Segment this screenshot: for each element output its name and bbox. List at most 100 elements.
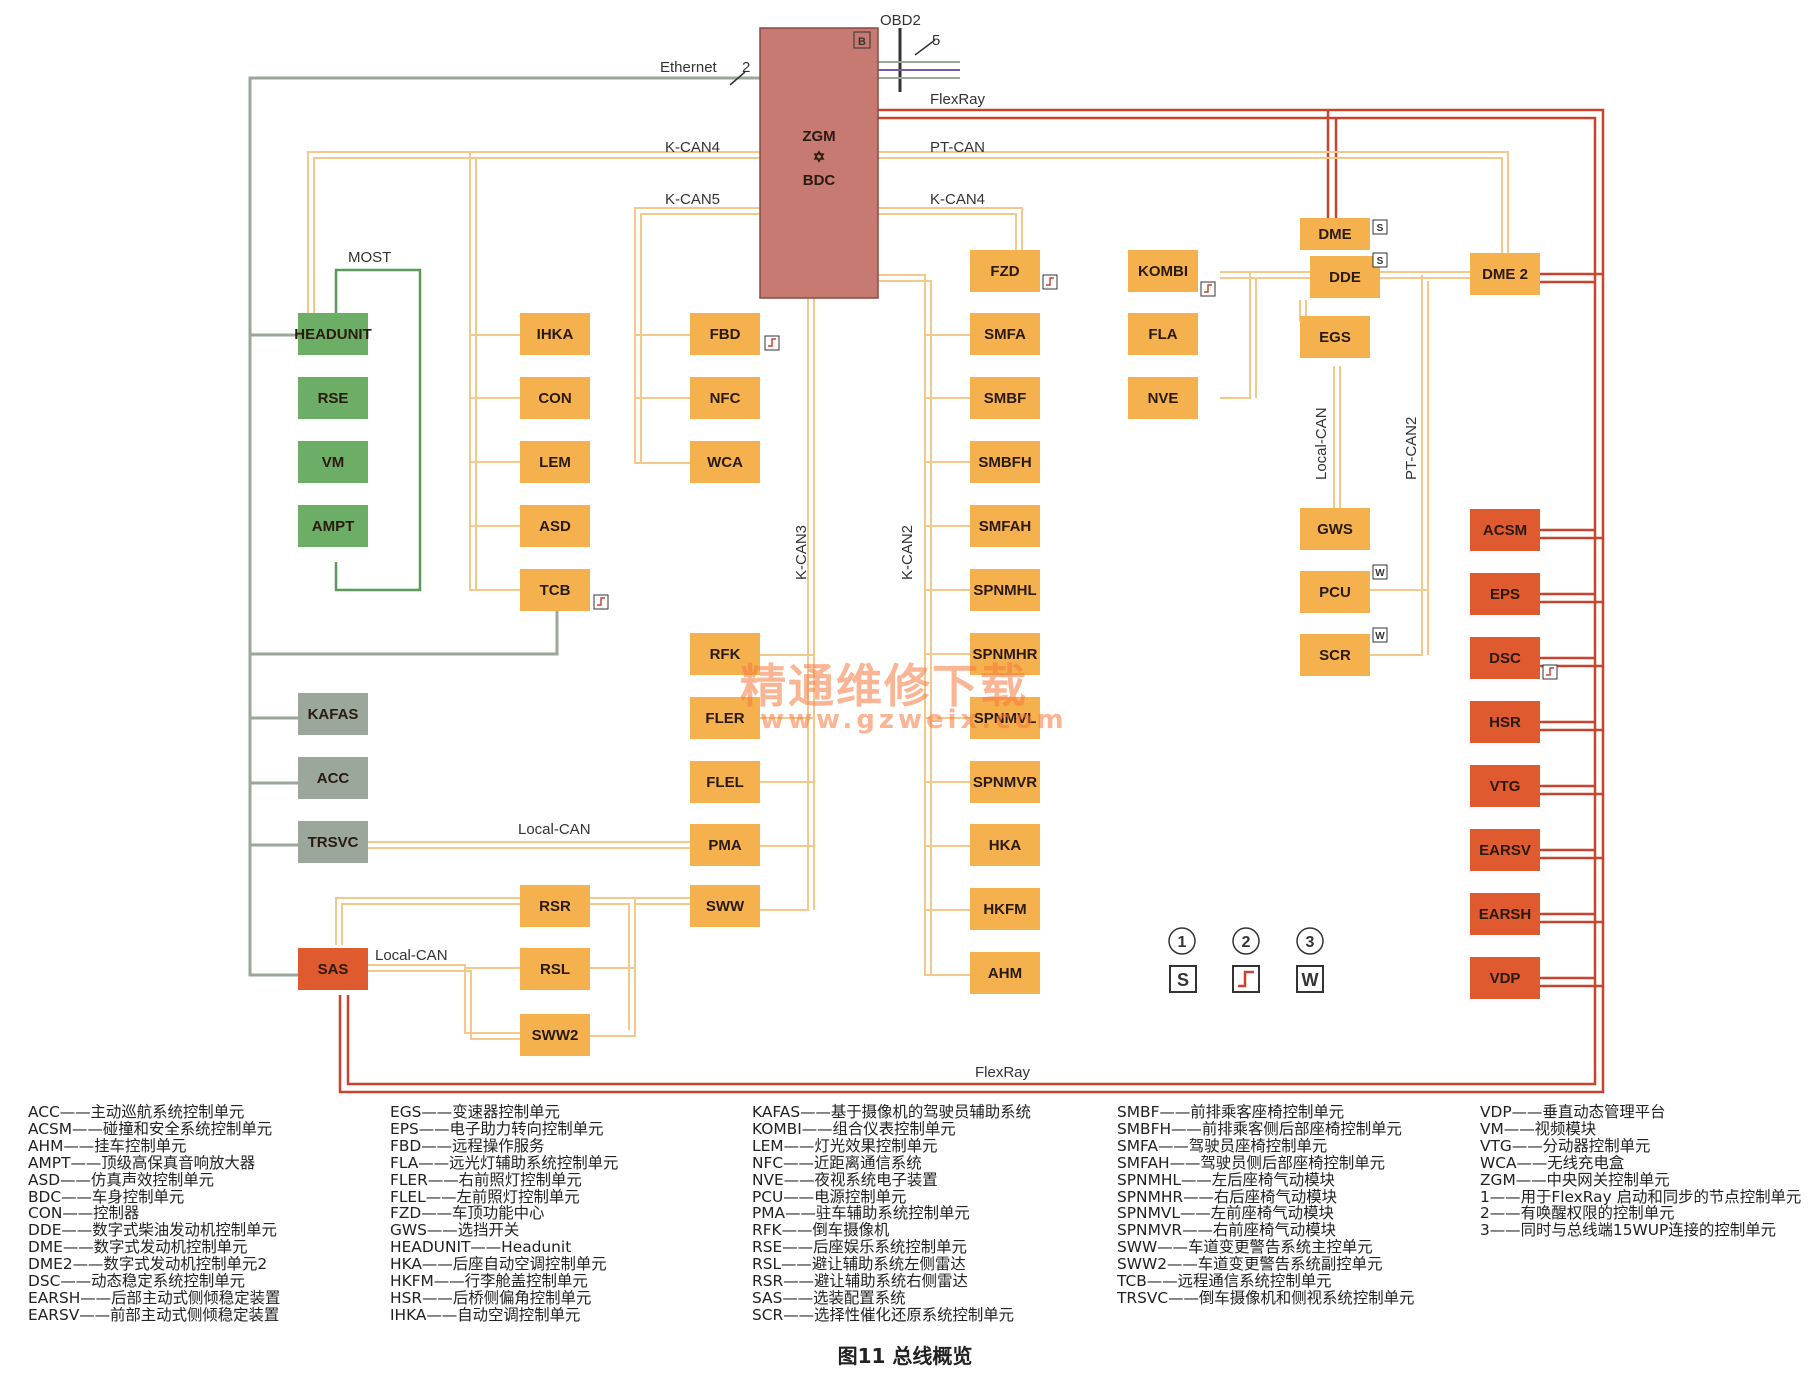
node-smbfh: SMBFH [970,441,1040,483]
kcan2-label: K-CAN2 [899,525,916,580]
node-earsh-label: EARSH [1479,906,1532,923]
gateway-bdc-label: BDC [803,172,836,189]
node-nfc-label: NFC [710,390,741,407]
obd2-label: OBD2 [880,12,921,29]
node-earsv-label: EARSV [1479,842,1531,859]
legend-item: NVE——夜视系统电子装置 [752,1170,938,1189]
node-ihka: IHKA [520,313,590,355]
node-nve-label: NVE [1148,390,1179,407]
legend-item: DME2——数字式发动机控制单元2 [28,1255,268,1274]
node-pcu: PCU [1300,571,1370,613]
flexray-top-label: FlexRay [930,91,986,108]
node-lem: LEM [520,441,590,483]
node-hka: HKA [970,824,1040,866]
node-hsr: HSR [1470,701,1540,743]
legend-item: ZGM——中央网关控制单元 [1480,1170,1670,1189]
node-spnmvr-label: SPNMVR [973,774,1037,791]
legend-item: 3——同时与总线端15WUP连接的控制单元 [1480,1221,1776,1240]
node-fzd: FZD [970,250,1040,292]
gateway-badge: B [858,36,866,48]
localcan-egs-label: Local-CAN [1313,407,1330,480]
node-egs-label: EGS [1319,329,1351,346]
node-sww2-label: SWW2 [532,1027,579,1044]
legend-item: EPS——电子助力转向控制单元 [390,1119,604,1138]
node-spnmhr: SPNMHR [970,633,1040,675]
scr-w-badge-text: W [1375,631,1385,642]
legend-item: SPNMVL——左前座椅气动模块 [1117,1204,1334,1223]
node-rse: RSE [298,377,368,419]
node-wca: WCA [690,441,760,483]
node-dde: DDE [1310,256,1380,298]
node-earsv: EARSV [1470,829,1540,871]
node-pcu-label: PCU [1319,584,1351,601]
node-scr: SCR [1300,634,1370,676]
legend-item: SPNMVR——右前座椅气动模块 [1117,1221,1336,1240]
node-egs: EGS [1300,316,1370,358]
node-flel: FLEL [690,761,760,803]
node-badges: S S W W [593,219,1558,680]
node-con-label: CON [538,390,571,407]
ptcan2-label: PT-CAN2 [1403,417,1420,480]
legend-item: EARSH——后部主动式侧倾稳定装置 [28,1288,281,1307]
ethernet-label: Ethernet [660,59,718,76]
node-kafas-label: KAFAS [308,706,359,723]
legend-item: VM——视频模块 [1480,1119,1597,1138]
node-spnmhl-label: SPNMHL [973,582,1036,599]
node-ampt: AMPT [298,505,368,547]
node-rsl: RSL [520,948,590,990]
node-kombi: KOMBI [1128,250,1198,292]
node-gws-label: GWS [1317,521,1353,538]
node-vm: VM [298,441,368,483]
legend-item: ACC——主动巡航系统控制单元 [28,1103,245,1121]
legend-item: SMBFH——前排乘客侧后部座椅控制单元 [1117,1119,1402,1138]
legend-item: SWW——车道变更警告系统主控单元 [1117,1238,1373,1257]
legend-item: SAS——选装配置系统 [752,1288,906,1307]
dme-s-badge-text: S [1377,223,1384,234]
node-spnmvl-label: SPNMVL [974,710,1037,727]
localcan-sas-label: Local-CAN [375,947,448,964]
node-acc: ACC [298,757,368,799]
legend-item: BDC——车身控制单元 [28,1187,185,1206]
legend-item: EGS——变速器控制单元 [390,1103,560,1121]
node-spnmhl: SPNMHL [970,569,1040,611]
legend-item: IHKA——自动空调控制单元 [390,1305,581,1324]
node-rsr: RSR [520,885,590,927]
legend-item: VTG——分动器控制单元 [1480,1136,1651,1155]
kcan4-left-label: K-CAN4 [665,139,720,156]
node-asd: ASD [520,505,590,547]
legend-item: AHM——挂车控制单元 [28,1136,187,1155]
node-tcb-label: TCB [540,582,571,599]
key-1: 1 S [1168,927,1197,993]
legend-item: SMFAH——驾驶员侧后部座椅控制单元 [1117,1153,1386,1172]
node-kafas: KAFAS [298,693,368,735]
legend-item: KOMBI——组合仪表控制单元 [752,1119,956,1138]
fbd-wakeup-badge [764,335,780,351]
legend-item: SPNMHL——左后座椅气动模块 [1117,1170,1335,1189]
node-rfk: RFK [690,633,760,675]
node-hkfm: HKFM [970,888,1040,930]
key-3-symbol: W [1302,970,1319,990]
legend-item: DME——数字式发动机控制单元 [28,1238,248,1257]
node-smbf-label: SMBF [984,390,1027,407]
kombi-wakeup-badge [1200,281,1216,297]
legend-item: RSE——后座娱乐系统控制单元 [752,1238,967,1257]
legend-item: ACSM——碰撞和安全系统控制单元 [28,1119,273,1138]
node-fzd-label: FZD [990,263,1019,280]
node-sww: SWW [690,885,760,927]
legend-item: DDE——数字式柴油发动机控制单元 [28,1221,277,1240]
bus-wires [248,28,1605,1094]
node-kombi-label: KOMBI [1138,263,1188,280]
legend-item: AMPT——顶级高保真音响放大器 [28,1153,256,1172]
legend-item: ASD——仿真声效控制单元 [28,1170,215,1189]
node-lem-label: LEM [539,454,571,471]
node-trsvc-label: TRSVC [308,834,359,851]
node-flel-label: FLEL [706,774,744,791]
node-acsm-label: ACSM [1483,522,1527,539]
node-ampt-label: AMPT [312,518,355,535]
